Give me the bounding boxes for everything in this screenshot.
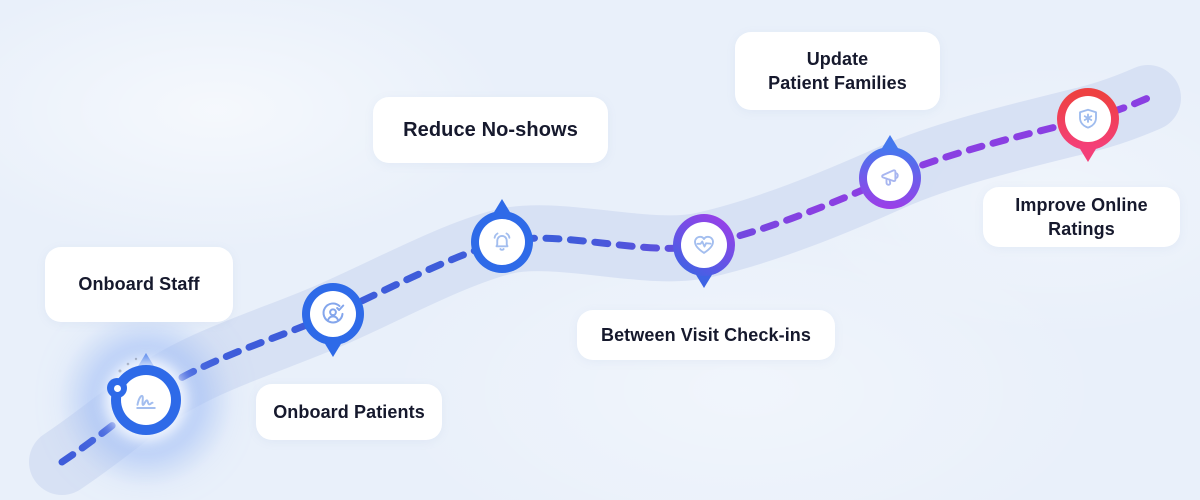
signature-icon <box>136 394 156 409</box>
user-check-icon <box>322 302 345 324</box>
milestone-label-card-between-visit-check-ins: Between Visit Check-ins <box>577 310 835 360</box>
pin-disc <box>121 375 171 425</box>
milestone-label-card-onboard-staff: Onboard Staff <box>45 247 233 322</box>
milestone-label-card-onboard-patients: Onboard Patients <box>256 384 442 440</box>
pin-ring <box>673 214 735 276</box>
milestone-pin-onboard-patients <box>302 283 364 357</box>
pin-disc <box>681 222 727 268</box>
milestone-pin-onboard-staff <box>107 353 181 435</box>
pin-ring <box>859 147 921 209</box>
sparkle-dot <box>126 362 130 366</box>
pin-ring <box>1057 88 1119 150</box>
pin-ring <box>302 283 364 345</box>
milestone-label: Between Visit Check-ins <box>600 324 812 345</box>
pin-disc <box>867 155 913 201</box>
dashed-route-line <box>58 94 1152 466</box>
milestone-label-card-reduce-no-shows: Reduce No-shows <box>373 97 608 163</box>
heart-pulse-icon <box>694 235 714 254</box>
pin-disc <box>479 219 525 265</box>
milestone-pin-update-patient-families <box>859 135 921 209</box>
pin-disc <box>1065 96 1111 142</box>
milestone-pin-improve-online-ratings <box>1057 88 1119 162</box>
shield-star-icon <box>1079 108 1097 129</box>
sparkle-dot <box>134 357 138 361</box>
badge-dot <box>113 384 121 392</box>
milestone-label: Reduce No-shows <box>403 118 578 141</box>
pin-ring <box>471 211 533 273</box>
sparkle-dot <box>118 369 122 373</box>
pin-ring <box>111 365 181 435</box>
milestone-pin-between-visit-check-ins <box>673 214 735 288</box>
milestone-label: Onboard Patients <box>273 401 425 422</box>
milestone-label: Update Patient Families <box>768 48 907 93</box>
bell-icon <box>493 232 511 251</box>
pin-disc <box>310 291 356 337</box>
milestone-label-card-update-patient-families: Update Patient Families <box>735 32 940 110</box>
milestone-pin-reduce-no-shows <box>471 199 533 273</box>
milestone-label: Onboard Staff <box>78 274 200 295</box>
notification-badge <box>107 378 127 398</box>
milestone-label-card-improve-online-ratings: Improve Online Ratings <box>983 187 1180 247</box>
milestone-label: Improve Online Ratings <box>1015 194 1148 239</box>
megaphone-icon <box>881 169 899 186</box>
